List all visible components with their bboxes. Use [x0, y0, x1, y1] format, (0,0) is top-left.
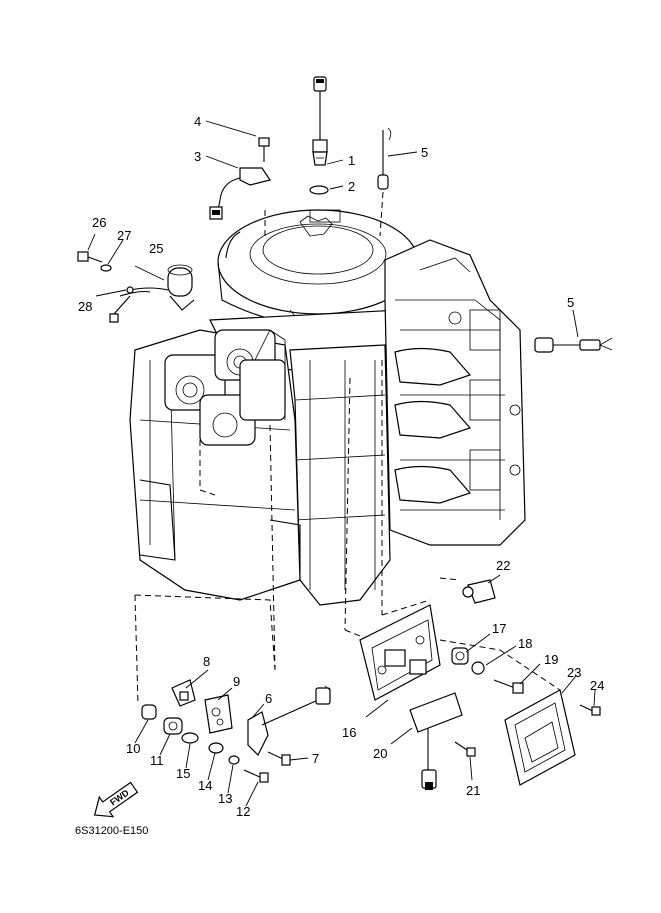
part-10-collar [141, 704, 157, 720]
callout-12: 12 [236, 804, 250, 819]
part-24-screw [579, 704, 601, 716]
callout-11: 11 [150, 753, 164, 768]
carburetor-assembly [164, 329, 286, 446]
leader-lines [87, 120, 596, 807]
part-22-cap [462, 579, 496, 604]
part-16-plate [359, 604, 441, 701]
callout-19: 19 [544, 652, 558, 667]
part-9-bracket [204, 694, 233, 734]
part-5-sensor-top [377, 127, 392, 190]
part-1-thermo-sensor [312, 76, 328, 166]
part-11-bushing [163, 717, 183, 735]
part-17-grommet [451, 647, 469, 665]
part-12-screw [243, 769, 269, 783]
part-7-screw [267, 751, 291, 766]
part-27-washer [100, 264, 112, 272]
callout-22: 22 [496, 558, 510, 573]
callout-5-right: 5 [567, 295, 574, 310]
callout-15: 15 [176, 766, 190, 781]
callout-25: 25 [149, 241, 163, 256]
part-19-bolt [493, 679, 524, 694]
part-13-washer [228, 755, 240, 765]
callout-27: 27 [117, 228, 131, 243]
part-2-washer [309, 185, 329, 195]
callout-5-top: 5 [421, 145, 428, 160]
part-8-lever [171, 679, 196, 707]
engine-block-illustration [129, 191, 561, 706]
callout-9: 9 [233, 674, 240, 689]
fwd-direction-arrow: FWD [93, 781, 139, 818]
callout-14: 14 [198, 778, 212, 793]
callout-labels: 1 2 3 4 5 5 6 7 8 9 10 11 12 13 14 15 16… [78, 114, 604, 819]
part-3-bracket [209, 167, 271, 220]
part-14-washer [208, 742, 224, 754]
callout-21: 21 [466, 783, 480, 798]
part-28-ground-lead [126, 286, 134, 294]
part-5-sensor-right [534, 337, 613, 353]
callout-26: 26 [92, 215, 106, 230]
callout-28: 28 [78, 299, 92, 314]
part-15-washer [181, 732, 199, 744]
callout-2: 2 [348, 179, 355, 194]
part-4-screw [258, 137, 270, 162]
part-23-cover [504, 689, 576, 786]
callout-17: 17 [492, 621, 506, 636]
callout-6: 6 [265, 691, 272, 706]
callout-18: 18 [518, 636, 532, 651]
part-18-collar [471, 661, 485, 675]
callout-20: 20 [373, 746, 387, 761]
callout-16: 16 [342, 725, 356, 740]
callout-7: 7 [312, 751, 319, 766]
callout-4: 4 [194, 114, 201, 129]
part-6-position-sensor [247, 685, 331, 757]
callout-23: 23 [567, 665, 581, 680]
part-26-bolt [77, 251, 103, 263]
callout-10: 10 [126, 741, 140, 756]
part-20-rectifier [409, 692, 463, 790]
callout-1: 1 [348, 153, 355, 168]
diagram-reference-code: 6S31200-E150 [75, 825, 148, 837]
callout-3: 3 [194, 149, 201, 164]
part-21-screw [454, 741, 476, 757]
callout-8: 8 [203, 654, 210, 669]
part-25-ignition-coil [109, 264, 195, 323]
callout-13: 13 [218, 791, 232, 806]
callout-24: 24 [590, 678, 604, 693]
